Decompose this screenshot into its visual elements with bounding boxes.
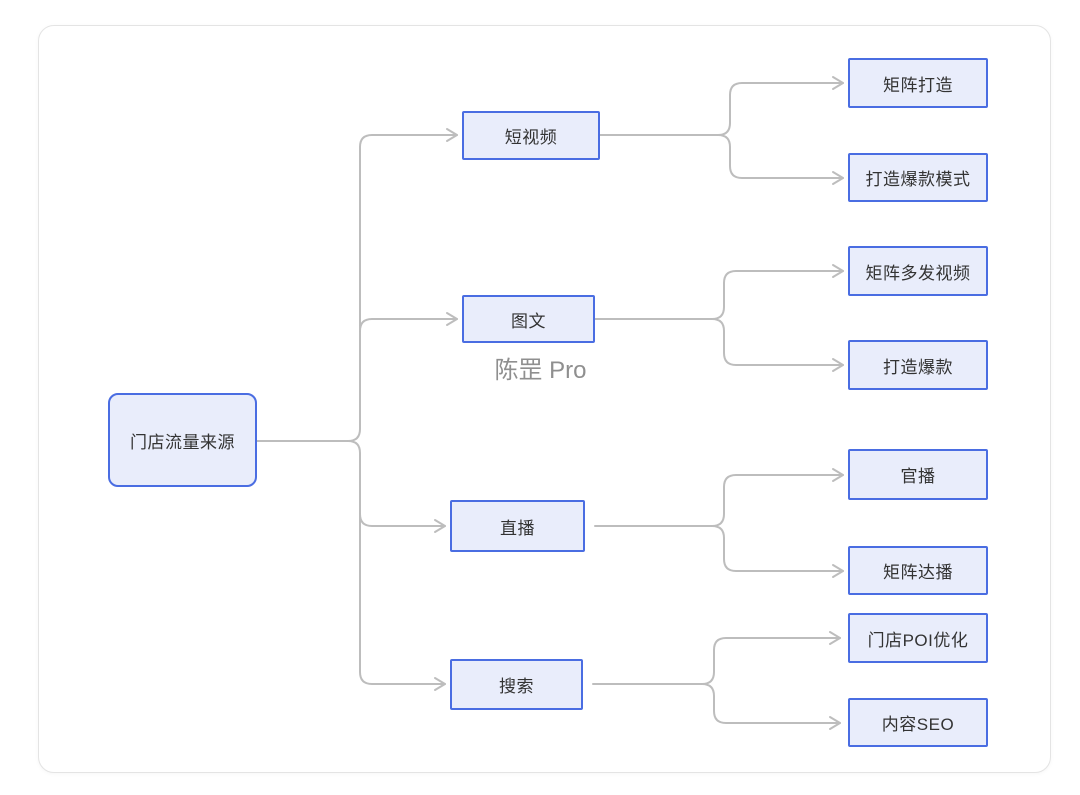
- node-content-seo[interactable]: 内容SEO: [848, 698, 988, 747]
- node-label: 打造爆款: [883, 357, 953, 377]
- node-create-hit[interactable]: 打造爆款: [848, 340, 988, 390]
- node-store-poi-optimization[interactable]: 门店POI优化: [848, 613, 988, 663]
- node-image-text[interactable]: 图文: [462, 295, 595, 343]
- node-label: 矩阵打造: [883, 75, 953, 95]
- node-label: 搜索: [499, 677, 534, 696]
- node-label: 矩阵多发视频: [865, 263, 971, 283]
- node-label: 门店POI优化: [867, 630, 969, 650]
- node-official-broadcast[interactable]: 官播: [848, 449, 988, 500]
- node-label: 打造爆款模式: [865, 170, 971, 189]
- node-label: 内容SEO: [881, 715, 955, 734]
- node-matrix-building[interactable]: 矩阵打造: [848, 58, 988, 108]
- node-label: 图文: [511, 311, 546, 331]
- watermark-text: 陈罡 Pro: [494, 357, 587, 384]
- node-label: 直播: [500, 518, 535, 538]
- node-matrix-multi-video[interactable]: 矩阵多发视频: [848, 246, 988, 296]
- node-matrix-talent-broadcast[interactable]: 矩阵达播: [848, 546, 988, 595]
- node-search[interactable]: 搜索: [450, 659, 583, 710]
- node-label: 门店流量来源: [130, 432, 235, 452]
- node-label: 矩阵达播: [883, 563, 953, 582]
- node-short-video[interactable]: 短视频: [462, 111, 600, 160]
- node-live-stream[interactable]: 直播: [450, 500, 585, 552]
- node-hit-product-model[interactable]: 打造爆款模式: [848, 153, 988, 202]
- node-label: 短视频: [504, 128, 558, 147]
- node-label: 官播: [900, 467, 936, 486]
- node-store-traffic-sources[interactable]: 门店流量来源: [108, 393, 257, 487]
